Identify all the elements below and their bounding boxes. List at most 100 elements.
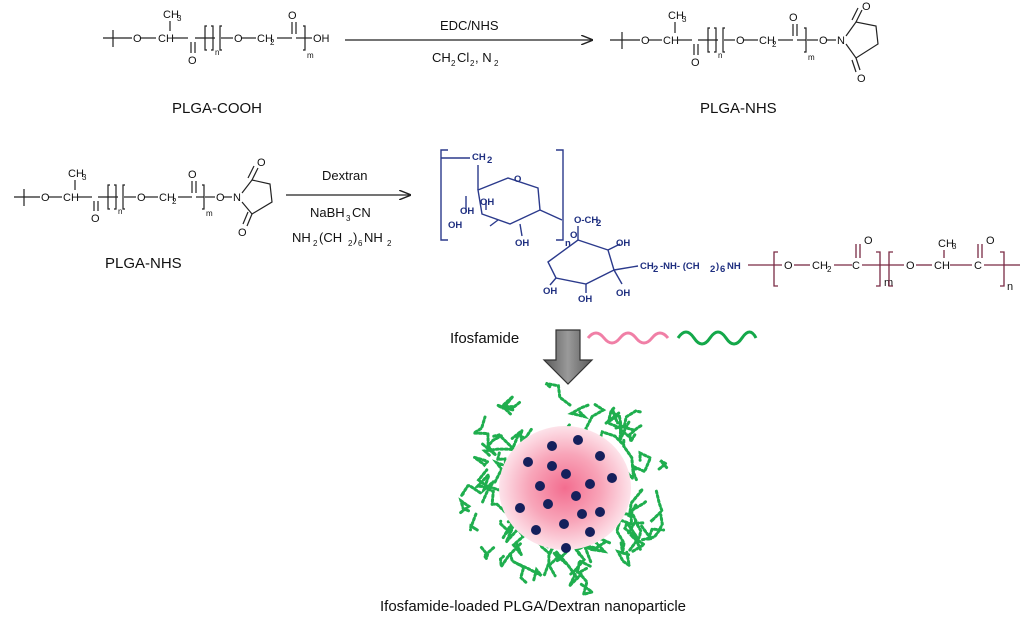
drug-dot [547,461,557,471]
dextran-strand [632,450,653,474]
drug-label-ifosfamide: Ifosfamide [450,330,519,347]
dextran-strand [473,455,489,468]
dextran-strand [569,545,587,576]
atom-ch3: CH [163,9,179,21]
drug-dot [561,543,571,553]
drug-dot [543,499,553,509]
dextran-strand [508,552,529,585]
svg-text:2: 2 [451,59,456,68]
svg-text:OH: OH [448,220,462,231]
svg-text:3: 3 [952,242,957,251]
svg-text:NH: NH [364,230,383,245]
dextran-strand [567,403,590,420]
dextran-strand [481,447,518,458]
svg-text:C: C [852,260,860,272]
plga-cooh-structure: O CH CH 3 O n O CH 2 O m OH [103,9,330,67]
svg-text:O: O [188,169,197,181]
dextran-strand [460,484,482,497]
svg-text:O: O [514,174,521,185]
svg-text:NaBH: NaBH [310,205,345,220]
atom-o-2: O [234,33,243,45]
svg-text:O: O [257,157,266,169]
dextran-strand [468,415,490,447]
svg-text:2: 2 [470,59,475,68]
subscript-n: n [215,48,219,57]
svg-text:(CH: (CH [319,230,342,245]
svg-text:n: n [1007,281,1013,293]
svg-text:2: 2 [710,264,715,275]
plga-nhs-structure-reactant: O CH CH 3 O n O CH 2 O m O N O [14,157,273,239]
reactant-label-plga-cooh: PLGA-COOH [172,100,262,117]
drug-dot [535,481,545,491]
svg-text:CH: CH [640,261,654,272]
svg-text:CH: CH [668,10,684,22]
svg-text:6: 6 [358,239,363,248]
atom-ch: CH [158,33,174,45]
atom-oh: OH [313,33,330,45]
svg-text:O: O [862,1,871,13]
dextran-strand [626,500,647,518]
dextran-strand [657,459,669,471]
dextran-plga-conjugate-structure: n CH 2 O OH OH OH OH O-CH 2 O OH OH OH O… [440,149,741,305]
dextran-strand [469,512,479,532]
svg-text:2: 2 [653,264,658,275]
drug-dot [595,507,605,517]
svg-text:3: 3 [346,214,351,223]
atom-o-carbonyl-2: O [288,10,297,22]
svg-text:N: N [837,35,845,47]
svg-text:O: O [784,260,793,272]
sub-2: 2 [270,38,275,47]
drug-dot [607,473,617,483]
svg-text:CH: CH [68,168,84,180]
svg-text:-NH- (CH: -NH- (CH [660,261,700,272]
reactant-label-plga-nhs: PLGA-NHS [105,255,182,272]
drug-dot [523,457,533,467]
svg-text:2: 2 [487,155,492,166]
svg-text:CH: CH [934,260,950,272]
atom-ch2: CH [257,33,273,45]
svg-text:O-CH: O-CH [574,215,598,226]
reagent-dextran: Dextran [322,168,368,183]
svg-text:): ) [353,230,357,245]
dextran-strand [575,558,592,575]
svg-text:OH: OH [480,197,494,208]
nanoparticle-caption: Ifosfamide-loaded PLGA/Dextran nanoparti… [380,598,686,615]
svg-text:CH: CH [759,35,775,47]
svg-text:6: 6 [720,264,725,275]
svg-text:CN: CN [352,205,371,220]
reagent-nabh3cn: NaBH 3 CN [310,205,371,223]
svg-text:OH: OH [616,288,630,299]
drug-dot [571,491,581,501]
svg-text:N: N [233,192,241,204]
svg-text:2: 2 [596,218,601,229]
svg-text:O: O [570,230,577,241]
svg-text:O: O [857,73,866,85]
svg-text:OH: OH [616,238,630,249]
svg-text:CH: CH [432,50,451,65]
svg-text:O: O [137,192,146,204]
atom-o: O [133,33,142,45]
dextran-strand [628,424,643,446]
nanoparticle [458,381,669,597]
drug-dot [577,509,587,519]
svg-text:n: n [565,238,571,249]
svg-text:2: 2 [313,239,318,248]
svg-text:OH: OH [515,238,529,249]
drug-dot [515,503,525,513]
drug-dot [595,451,605,461]
svg-text:2: 2 [348,239,353,248]
subscript-m: m [307,51,314,60]
dextran-strand [479,545,496,562]
drug-dot [585,527,595,537]
dextran-strand [615,549,632,569]
svg-text:O: O [691,57,700,69]
svg-text:O: O [41,192,50,204]
svg-text:O: O [789,12,798,24]
reagent-edc-nhs: EDC/NHS [440,18,499,33]
dextran-strand [481,434,503,457]
plga-nhs-structure-product: O CH CH 3 O n O CH 2 O m O N O [610,1,879,85]
copolymer-chain-icon [586,330,758,346]
loading-arrow [542,329,594,385]
dextran-strand [622,438,639,483]
